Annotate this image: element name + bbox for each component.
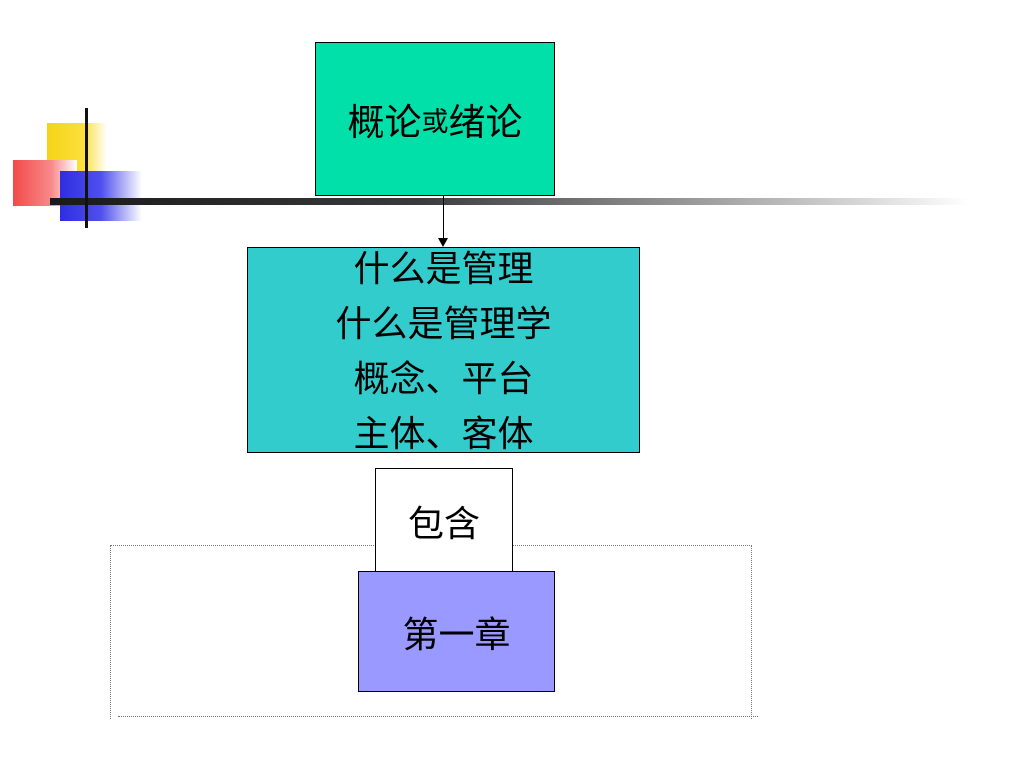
intro-label-or: 或 [421,106,449,138]
intro-box: 概论或绪论 [315,42,555,196]
contains-label: 包含 [407,504,480,545]
topics-box: 什么是管理 什么是管理学 概念、平台 主体、客体 [247,247,640,455]
chapter-box: 第一章 [358,571,555,692]
contains-box: 包含 [375,468,513,574]
topic-line: 什么是管理 [353,249,534,290]
topic-line: 概念、平台 [353,359,534,400]
arrow-down-icon [438,238,448,247]
intro-label-1: 概论 [347,101,422,144]
topic-line: 什么是管理学 [335,304,552,345]
intro-label-2: 绪论 [448,101,523,144]
header-divider-line [50,198,970,205]
topic-line: 主体、客体 [353,414,534,455]
connector-line [443,196,444,240]
chapter-label: 第一章 [402,614,511,656]
logo-square-blue [60,171,142,221]
logo-vertical-line [85,108,88,228]
chapter-frame-bottom [118,716,758,717]
